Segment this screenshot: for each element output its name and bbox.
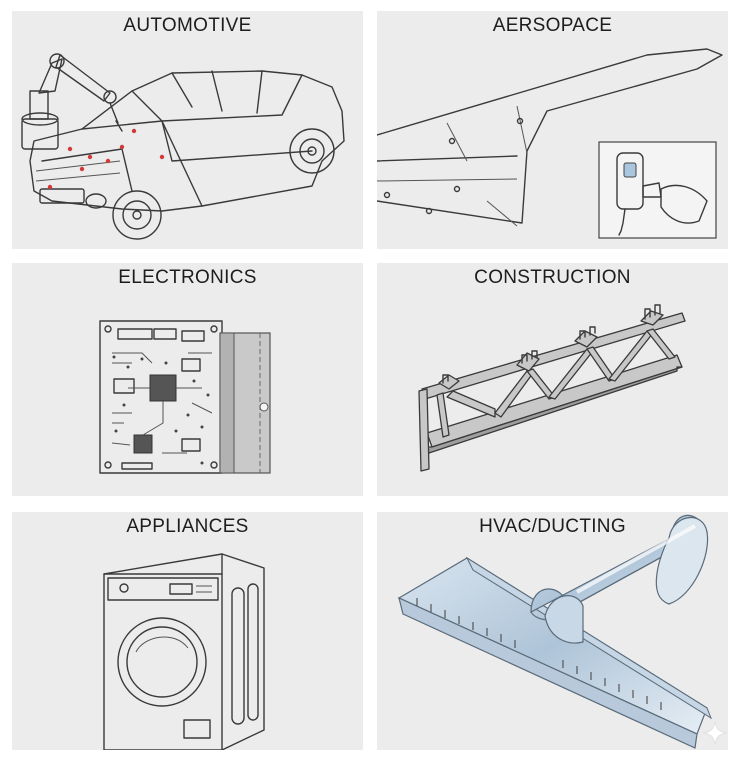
tile-electronics: ELECTRONICS	[12, 263, 363, 496]
car-assembly-robot-icon	[21, 53, 345, 240]
tile-appliances: APPLIANCES	[12, 512, 363, 750]
tile-label-automotive: AUTOMOTIVE	[123, 15, 252, 36]
metal-duct-icon	[397, 514, 713, 749]
tile-label-hvac: HVAC/DUCTING	[479, 516, 626, 537]
tile-construction: CONSTRUCTION	[377, 263, 728, 496]
industry-grid: AUTOMOTIVE	[12, 11, 728, 750]
washing-machine-icon	[103, 553, 265, 750]
circuit-board-icon	[99, 320, 271, 474]
tile-label-electronics: ELECTRONICS	[118, 267, 257, 288]
sparkle-icon	[702, 720, 728, 746]
tile-label-construction: CONSTRUCTION	[474, 267, 631, 288]
tile-hvac: HVAC/DUCTING	[377, 512, 728, 750]
tile-label-aerospace: AERSOPACE	[492, 15, 613, 36]
steel-truss-icon	[418, 304, 686, 472]
aircraft-wing-rivet-gun-icon	[377, 48, 723, 239]
tile-label-appliances: APPLIANCES	[126, 516, 249, 537]
tile-automotive: AUTOMOTIVE	[12, 11, 363, 249]
tile-aerospace: AERSOPACE	[377, 11, 728, 249]
